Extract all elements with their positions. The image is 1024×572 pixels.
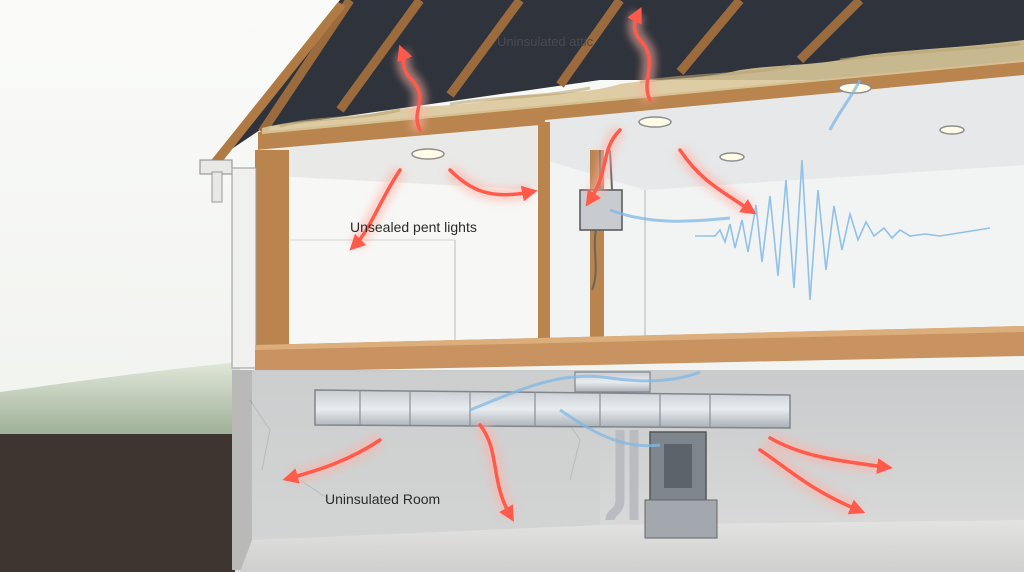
air-leak-waveform <box>695 159 991 301</box>
basement-floor <box>240 520 1024 572</box>
downspout <box>211 171 223 203</box>
grass-hill <box>0 362 240 440</box>
insulation-texture <box>279 42 1021 128</box>
attic-label: Uninsulated attic <box>497 34 594 49</box>
main-floor-top <box>255 326 1024 350</box>
attic-joist-band <box>258 60 1024 152</box>
duct-seams <box>359 390 711 427</box>
rafters <box>258 0 864 135</box>
furnace-base <box>644 499 718 539</box>
foundation-wall-left <box>232 370 252 570</box>
main-floor-band <box>255 326 1024 372</box>
recessed-lights-label: Unsealed pent lights <box>350 219 477 235</box>
ground-soil <box>0 434 240 572</box>
center-partition-stud <box>538 122 550 350</box>
room-label: Uninsulated Room <box>325 491 441 507</box>
exterior-siding <box>231 167 257 369</box>
upper-right-ceiling <box>545 75 1024 190</box>
furnace-panel <box>664 444 692 488</box>
exterior-wall-stud <box>255 150 289 350</box>
fascia-trim <box>205 2 346 172</box>
cold-air-flows <box>469 79 862 448</box>
heat-loss-arrows <box>282 6 893 522</box>
upper-left-ceiling <box>255 125 540 190</box>
main-duct <box>314 389 791 429</box>
